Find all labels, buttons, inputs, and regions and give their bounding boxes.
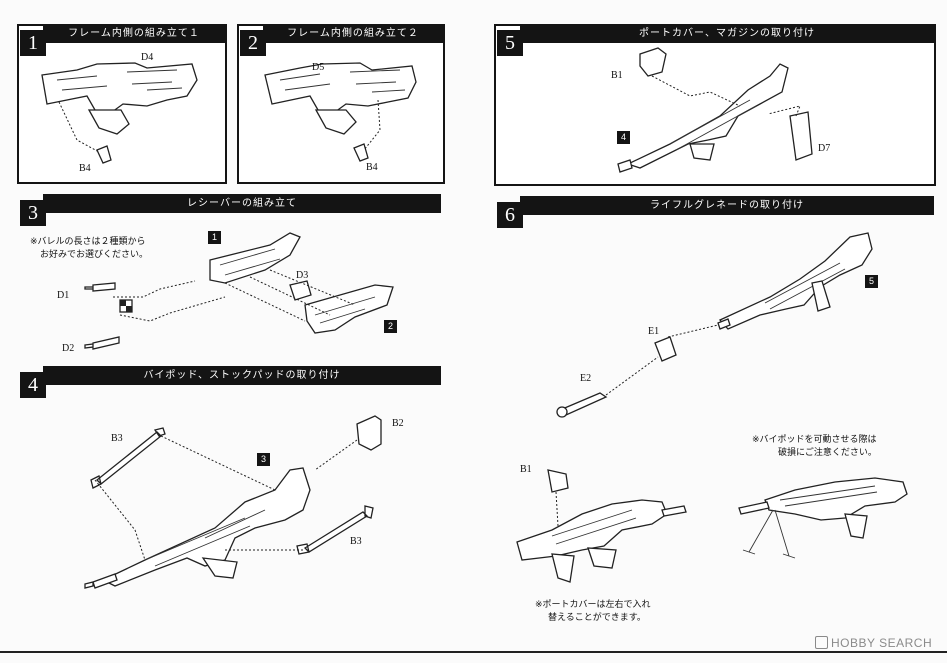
step3-note-line2: お好みでお選びください。 bbox=[40, 250, 149, 260]
step6-port-cover-rifle bbox=[516, 469, 687, 583]
step3-number: 3 bbox=[20, 200, 46, 226]
step4-title-bar: バイポッド、ストックパッドの取り付け bbox=[43, 366, 441, 385]
hobby-search-logo-icon bbox=[815, 636, 828, 649]
step6-note-bipod-line1: ※バイポッドを可動させる際は bbox=[752, 435, 877, 445]
step3-note-line1: ※バレルの長さは２種類から bbox=[30, 237, 146, 247]
step1-title-bar: フレーム内側の組み立て１ bbox=[43, 24, 225, 43]
step5-label-b1: B1 bbox=[611, 70, 623, 81]
step1-frame-diagram bbox=[41, 62, 198, 164]
step6-ref-5: 5 bbox=[865, 275, 878, 288]
step5-title: ポートカバー、マガジンの取り付け bbox=[639, 28, 815, 39]
step4-label-b3-bottom: B3 bbox=[350, 536, 362, 547]
step6-rifle-grenade-diagram bbox=[556, 232, 873, 418]
step2-title: フレーム内側の組み立て２ bbox=[287, 28, 419, 39]
step4-ref-3: 3 bbox=[257, 453, 270, 466]
step6-number: 6 bbox=[497, 202, 523, 228]
step3-label-d2: D2 bbox=[62, 343, 75, 354]
step6-label-b1: B1 bbox=[520, 464, 532, 475]
step3-label-d3: D3 bbox=[296, 270, 309, 281]
step1-label-b4: B4 bbox=[79, 163, 91, 174]
step3-ref-1: 1 bbox=[208, 231, 221, 244]
step1-label-d4: D4 bbox=[141, 52, 154, 63]
step5-label-d7: D7 bbox=[818, 143, 831, 154]
step5-rifle-diagram bbox=[617, 47, 813, 173]
step6-label-e2: E2 bbox=[580, 373, 592, 384]
step3-receiver-diagram bbox=[84, 232, 394, 350]
step6-label-e1: E1 bbox=[648, 326, 660, 337]
step6-bipod-rifle bbox=[738, 477, 908, 559]
step6-title: ライフルグレネードの取り付け bbox=[650, 200, 804, 211]
step4-label-b3-top: B3 bbox=[111, 433, 123, 444]
step2-frame-diagram bbox=[264, 62, 417, 162]
step3-title-bar: レシーバーの組み立て bbox=[43, 194, 441, 213]
step6-note-port-line2: 替えることができます。 bbox=[548, 613, 646, 623]
step4-rifle-diagram bbox=[84, 415, 382, 589]
step5-frame bbox=[494, 24, 936, 186]
watermark: HOBBY SEARCH bbox=[815, 636, 932, 650]
step6-note-port-line1: ※ポートカバーは左右で入れ bbox=[535, 600, 651, 610]
step3-ref-2: 2 bbox=[384, 320, 397, 333]
bottom-rule bbox=[0, 651, 947, 653]
step6-note-bipod-line2: 破損にご注意ください。 bbox=[778, 448, 877, 458]
step2-label-d5: D5 bbox=[312, 62, 325, 73]
step4-number: 4 bbox=[20, 372, 46, 398]
step5-ref-4: 4 bbox=[617, 131, 630, 144]
step5-title-bar: ポートカバー、マガジンの取り付け bbox=[520, 24, 934, 43]
step2-label-b4: B4 bbox=[366, 162, 378, 173]
step1-number: 1 bbox=[20, 30, 46, 56]
step3-label-d1: D1 bbox=[57, 290, 70, 301]
step2-title-bar: フレーム内側の組み立て２ bbox=[263, 24, 443, 43]
step2-number: 2 bbox=[240, 30, 266, 56]
watermark-text: HOBBY SEARCH bbox=[831, 636, 933, 650]
step4-label-b2: B2 bbox=[392, 418, 404, 429]
step3-title: レシーバーの組み立て bbox=[187, 198, 297, 209]
step1-title: フレーム内側の組み立て１ bbox=[68, 28, 200, 39]
step4-title: バイポッド、ストックパッドの取り付け bbox=[143, 370, 341, 381]
step6-title-bar: ライフルグレネードの取り付け bbox=[520, 196, 934, 215]
step5-number: 5 bbox=[497, 30, 523, 56]
